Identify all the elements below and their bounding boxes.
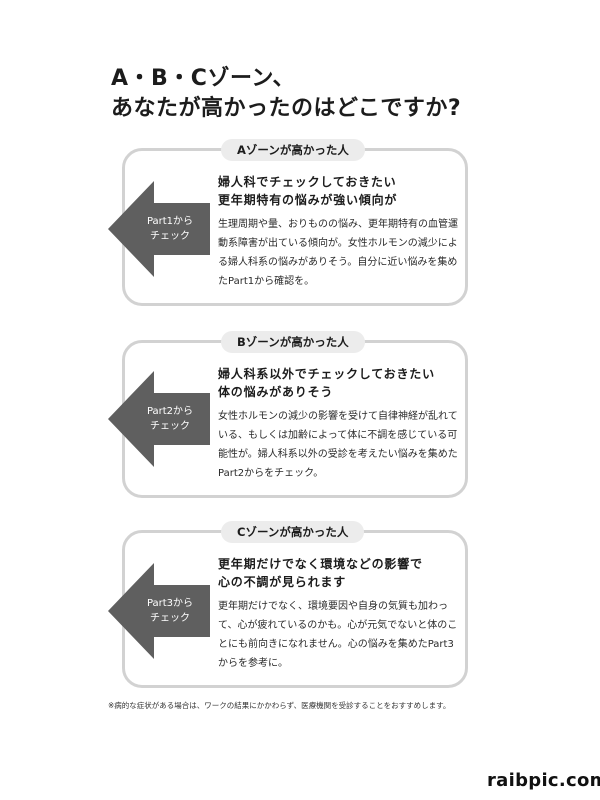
zone-a-body: 生理周期や量、おりものの悩み、更年期特有の血管運動系障害が出ている傾向が。女性ホ…: [218, 219, 458, 287]
zone-b-arrow-line-2: チェック: [150, 421, 190, 432]
left-arrow-icon: [108, 181, 210, 277]
page-title-line-2: あなたが高かったのはどこですか?: [111, 96, 462, 121]
zone-c-heading-line-1: 更年期だけでなく環境などの影響で: [218, 557, 423, 571]
zone-b-card: Bゾーンが高かった人 婦人科系以外でチェックしておきたい 体の悩みがありそう 女…: [122, 331, 468, 498]
zone-a-heading-line-2: 更年期特有の悩みが強い傾向が: [218, 193, 398, 207]
zone-b-heading-line-2: 体の悩みがありそう: [218, 385, 334, 399]
footnote: ※病的な症状がある場合は、ワークの結果にかかわらず、医療機関を受診することをおす…: [108, 701, 451, 710]
watermark: raibpic.com: [487, 770, 600, 791]
zone-a-heading-line-1: 婦人科でチェックしておきたい: [218, 175, 397, 189]
zone-b-body: 女性ホルモンの減少の影響を受けて自律神経が乱れている、もしくは加齢によって体に不…: [218, 411, 458, 479]
zone-c-arrow: Part3から チェック: [108, 563, 210, 659]
zone-b-heading: 婦人科系以外でチェックしておきたい 体の悩みがありそう: [218, 365, 460, 401]
zone-c-heading-line-2: 心の不調が見られます: [218, 575, 347, 589]
zone-c-tab: Cゾーンが高かった人: [221, 521, 365, 543]
zone-c-body: 更年期だけでなく、環境要因や自身の気質も加わって、心が疲れているのかも。心が元気…: [218, 601, 458, 669]
zone-c-heading: 更年期だけでなく環境などの影響で 心の不調が見られます: [218, 555, 460, 591]
zone-a-arrow-line-1: Part1から: [146, 216, 194, 227]
zone-c-arrow-line-1: Part3から: [146, 598, 194, 609]
zone-a-heading: 婦人科でチェックしておきたい 更年期特有の悩みが強い傾向が: [218, 173, 460, 209]
zone-c-arrow-line-2: チェック: [150, 613, 190, 624]
zone-b-arrow-label: Part2から チェック: [138, 404, 202, 434]
page-title: A・B・Cゾーン、 あなたが高かったのはどこですか?: [111, 64, 551, 124]
zone-b-tab: Bゾーンが高かった人: [221, 331, 365, 353]
page-title-line-1: A・B・Cゾーン、: [111, 66, 296, 91]
zone-a-tab: Aゾーンが高かった人: [221, 139, 365, 161]
zone-b-heading-line-1: 婦人科系以外でチェックしておきたい: [218, 367, 435, 381]
zone-b-arrow-line-1: Part2から: [146, 406, 194, 417]
zone-c-arrow-label: Part3から チェック: [138, 596, 202, 626]
zone-c-content: 更年期だけでなく環境などの影響で 心の不調が見られます 更年期だけでなく、環境要…: [218, 555, 460, 673]
zone-a-arrow-label: Part1から チェック: [138, 214, 202, 244]
zone-a-content: 婦人科でチェックしておきたい 更年期特有の悩みが強い傾向が 生理周期や量、おりも…: [218, 173, 460, 291]
left-arrow-icon: [108, 371, 210, 467]
zone-a-arrow: Part1から チェック: [108, 181, 210, 277]
zone-a-arrow-line-2: チェック: [150, 231, 190, 242]
zone-b-arrow: Part2から チェック: [108, 371, 210, 467]
zone-b-content: 婦人科系以外でチェックしておきたい 体の悩みがありそう 女性ホルモンの減少の影響…: [218, 365, 460, 483]
left-arrow-icon: [108, 563, 210, 659]
